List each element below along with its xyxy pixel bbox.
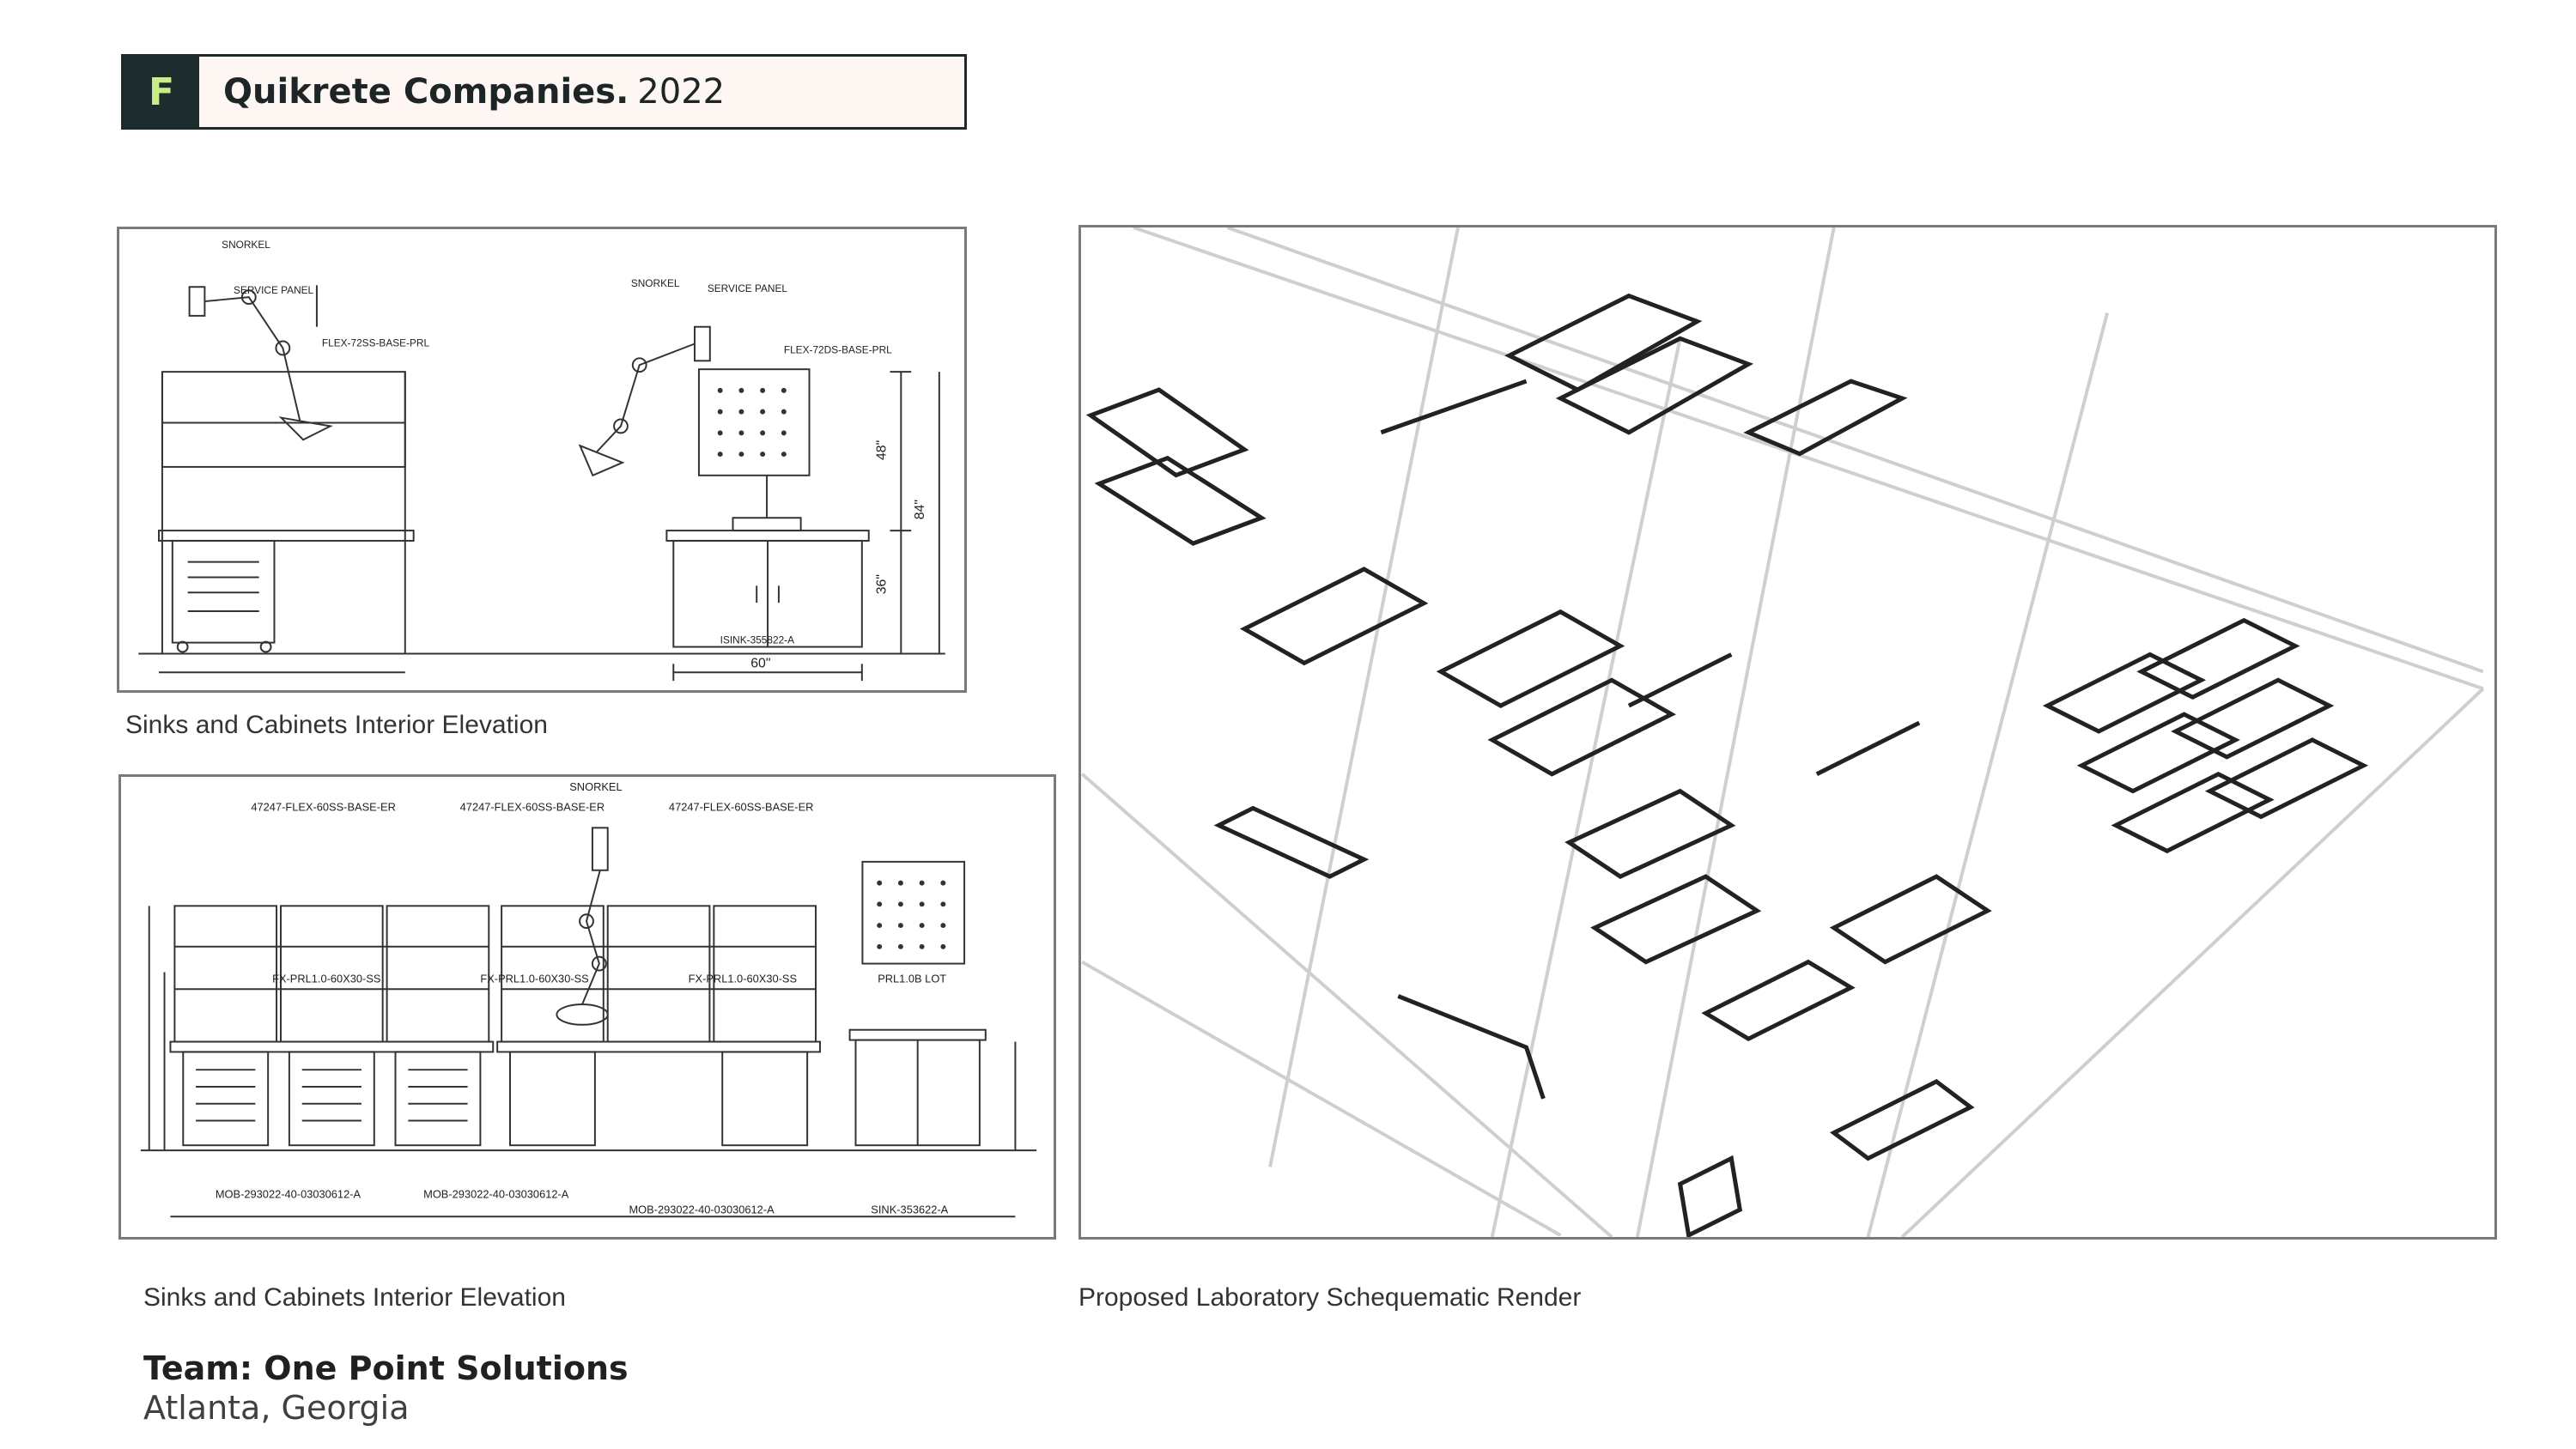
label-base-2: 47247-FLEX-60SS-BASE-ER [460,801,605,814]
caption-top-left: Sinks and Cabinets Interior Elevation [125,711,548,739]
team-location: Atlanta, Georgia [143,1389,410,1427]
label-service-panel-left: SERVICE PANEL [234,284,314,296]
label-base-3: 47247-FLEX-60SS-BASE-ER [669,801,813,814]
elevation-drawing-bottom: SNORKEL 47247-FLEX-60SS-BASE-ER 47247-FL… [118,774,1056,1240]
label-model-left: FLEX-72SS-BASE-PRL [322,336,430,349]
label-model-right: FLEX-72DS-BASE-PRL [784,343,892,355]
label-snorkel-left: SNORKEL [222,239,270,251]
label-shelf-1: FX-PRL1.0-60X30-SS [272,972,380,985]
label-mob-2: MOB-293022-40-03030612-A [423,1188,569,1201]
title-bar: F Quikrete Companies. 2022 [121,54,967,130]
label-snorkel-right: SNORKEL [631,277,680,289]
caption-bottom-left: Sinks and Cabinets Interior Elevation [143,1283,566,1312]
dim-60: 60" [750,656,770,670]
label-shelf-3: FX-PRL1.0-60X30-SS [689,972,797,985]
elevation-drawing-bottom-svg: SNORKEL 47247-FLEX-60SS-BASE-ER 47247-FL… [140,780,1037,1218]
company-name: Quikrete Companies. [223,72,629,112]
team-name: Team: One Point Solutions [143,1349,629,1387]
label-prl-lot: PRL1.0B LOT [878,972,946,985]
page-title: Quikrete Companies. 2022 [199,57,725,127]
project-year: 2022 [637,72,726,112]
section-badge: F [124,57,199,127]
label-service-panel-right: SERVICE PANEL [708,282,788,294]
lab-render [1078,225,2497,1240]
dim-36: 36" [875,574,890,594]
label-shelf-2: FX-PRL1.0-60X30-SS [480,972,588,985]
label-mob-3: MOB-293022-40-03030612-A [629,1203,775,1216]
label-snorkel-bottom: SNORKEL [569,780,622,793]
dim-84: 84" [913,500,927,519]
elevation-drawing-top-svg: SNORKEL SERVICE PANEL FLEX-72SS-BASE-PRL… [138,239,945,682]
dim-48: 48" [875,440,890,460]
elevation-drawing-top: SNORKEL SERVICE PANEL FLEX-72SS-BASE-PRL… [117,227,967,693]
label-sink-top: ISINK-355822-A [720,634,794,646]
label-mob-1: MOB-293022-40-03030612-A [216,1188,361,1201]
caption-render: Proposed Laboratory Schequematic Render [1078,1283,1582,1312]
label-base-1: 47247-FLEX-60SS-BASE-ER [251,801,395,814]
lab-render-svg [1081,227,2485,1237]
label-sink-bottom: SINK-353622-A [871,1203,948,1216]
